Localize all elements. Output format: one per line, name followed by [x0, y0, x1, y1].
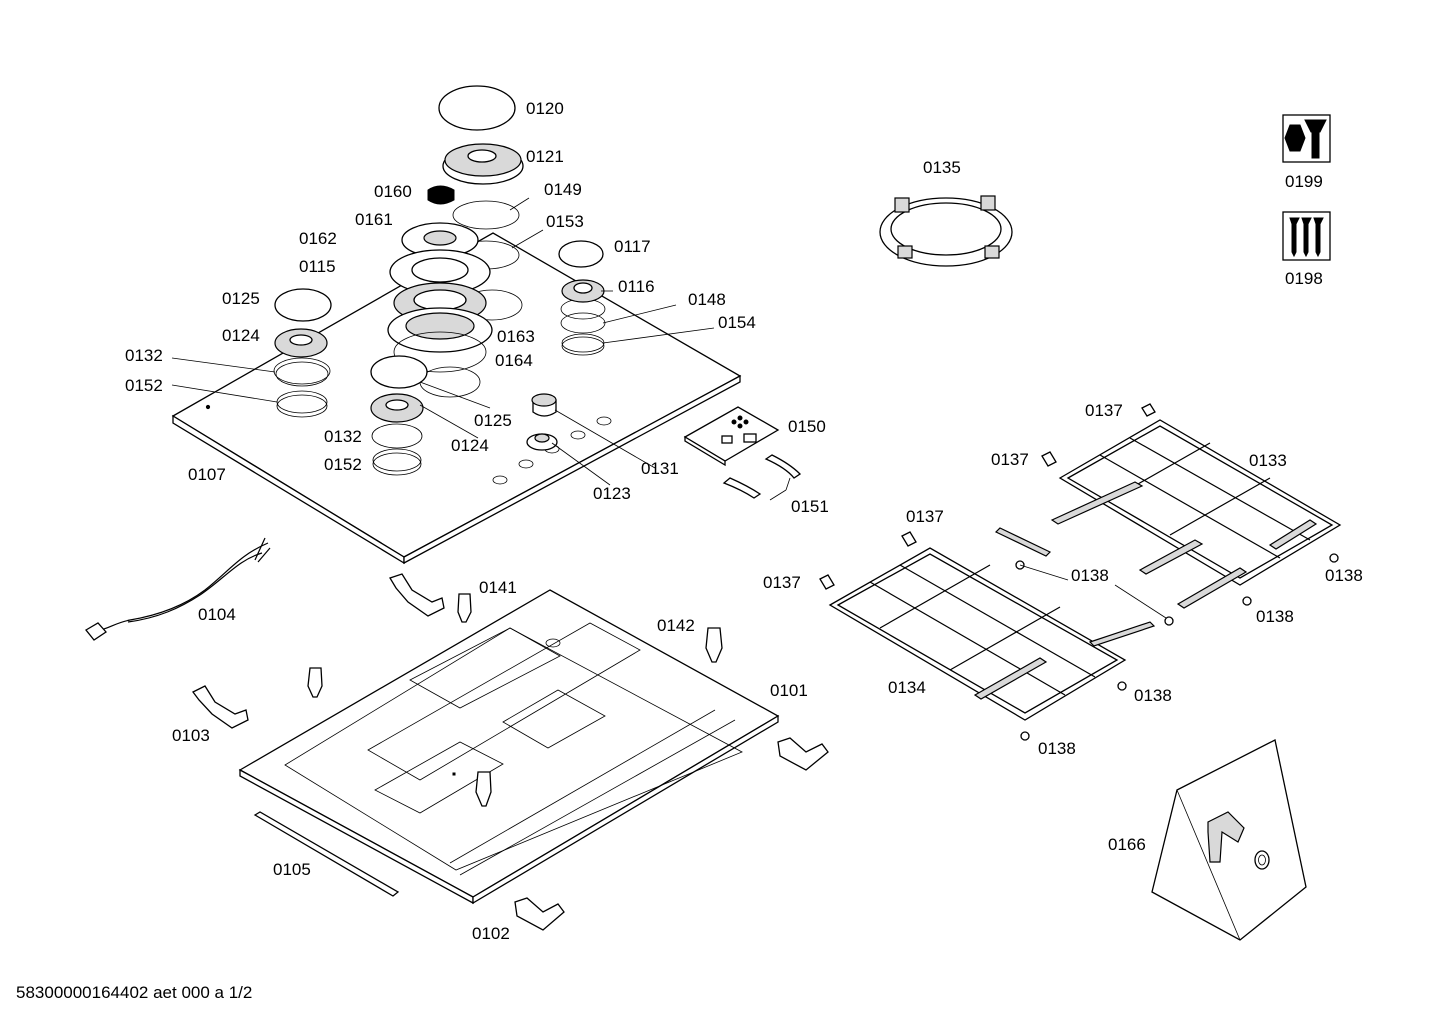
clips-0137 [819, 403, 1156, 590]
accessory-bag-0166 [1151, 739, 1307, 941]
power-cable-0104 [85, 537, 271, 641]
screws-icon [1282, 211, 1331, 261]
burner-crown-0121 [442, 143, 524, 185]
label-0133: 0133 [1249, 451, 1287, 470]
label-0121: 0121 [526, 147, 564, 166]
label-0152-left: 0152 [125, 376, 163, 395]
label-0120: 0120 [526, 99, 564, 118]
label-0102: 0102 [472, 924, 510, 943]
label-0137-mid: 0137 [991, 450, 1029, 469]
label-0117: 0117 [614, 237, 651, 256]
label-0163: 0163 [497, 327, 535, 346]
label-0107: 0107 [188, 465, 226, 484]
burner-front [370, 355, 428, 476]
part-labels: 0120 0121 0160 0149 0161 0153 0162 0117 … [125, 99, 1363, 943]
pan-support-0133 [1050, 419, 1342, 609]
leader-lines [171, 197, 1167, 619]
document-id: 58300000164402 aet 000 a 1/2 [16, 983, 252, 1002]
hob-top-plate [171, 232, 742, 565]
label-0166: 0166 [1108, 835, 1146, 854]
label-0132-front: 0132 [324, 427, 362, 446]
label-0123: 0123 [593, 484, 631, 503]
label-0105: 0105 [273, 860, 311, 879]
label-0138-right: 0138 [1325, 566, 1363, 585]
label-0137-lower: 0137 [906, 507, 944, 526]
label-0138-lower: 0138 [1134, 686, 1172, 705]
spacer-bolt-0142 [705, 627, 723, 663]
control-knob-0131 [531, 393, 557, 417]
burner-left [274, 288, 332, 418]
bracket-0141 [389, 573, 445, 617]
base-tray-0101 [238, 589, 780, 905]
label-0125-left: 0125 [222, 289, 260, 308]
label-0138-bottom: 0138 [1038, 739, 1076, 758]
label-0124-front: 0124 [451, 436, 489, 455]
spacer-bolt-center [475, 771, 492, 807]
label-0198: 0198 [1285, 269, 1323, 288]
label-0125-front: 0125 [474, 411, 512, 430]
label-0153: 0153 [546, 212, 584, 231]
label-0104: 0104 [198, 605, 236, 624]
label-0131: 0131 [641, 459, 679, 478]
label-0137-left: 0137 [763, 573, 801, 592]
large-burner-cap [438, 85, 516, 131]
label-0132-left: 0132 [125, 346, 163, 365]
label-0149: 0149 [544, 180, 582, 199]
label-0160: 0160 [374, 182, 412, 201]
label-0124-left: 0124 [222, 326, 260, 345]
ring-0149 [452, 200, 520, 230]
label-0142: 0142 [657, 616, 695, 635]
label-0101: 0101 [770, 681, 808, 700]
label-0141: 0141 [479, 578, 517, 597]
wok-ring-0135 [879, 195, 1013, 267]
feet-0138 [1015, 553, 1339, 741]
spacer-bolt-left [307, 667, 323, 698]
connector-springs-0151 [722, 454, 802, 499]
label-0116: 0116 [618, 277, 655, 296]
small-cap-0160 [427, 185, 455, 205]
flame-ring-0162 [389, 249, 491, 295]
label-0162: 0162 [299, 229, 337, 248]
seal-0164 [393, 331, 487, 373]
wok-burner-stack [387, 85, 524, 373]
pan-support-0134 [828, 527, 1156, 721]
ignition-board-0150 [683, 406, 780, 467]
bracket-0103 [192, 685, 249, 729]
label-0152-front: 0152 [324, 455, 362, 474]
label-0148: 0148 [688, 290, 726, 309]
label-0115: 0115 [299, 257, 336, 276]
label-0137-top: 0137 [1085, 401, 1123, 420]
label-0199: 0199 [1285, 172, 1323, 191]
label-0151: 0151 [791, 497, 829, 516]
label-0134: 0134 [888, 678, 926, 697]
label-0138-midright: 0138 [1256, 607, 1294, 626]
clip-0102 [514, 897, 565, 931]
label-0164: 0164 [495, 351, 533, 370]
knob-gasket-0123 [526, 433, 558, 451]
spacer-bolt-0141 [457, 593, 472, 623]
wrench-icon [1282, 114, 1331, 163]
label-0135: 0135 [923, 158, 961, 177]
label-0150: 0150 [788, 417, 826, 436]
label-0161: 0161 [355, 210, 393, 229]
clip-right [777, 737, 829, 771]
label-0103: 0103 [172, 726, 210, 745]
seal-strip-0105 [253, 811, 400, 897]
label-0154: 0154 [718, 313, 756, 332]
label-0138-center: 0138 [1071, 566, 1109, 585]
burner-body-0163 [387, 307, 493, 353]
